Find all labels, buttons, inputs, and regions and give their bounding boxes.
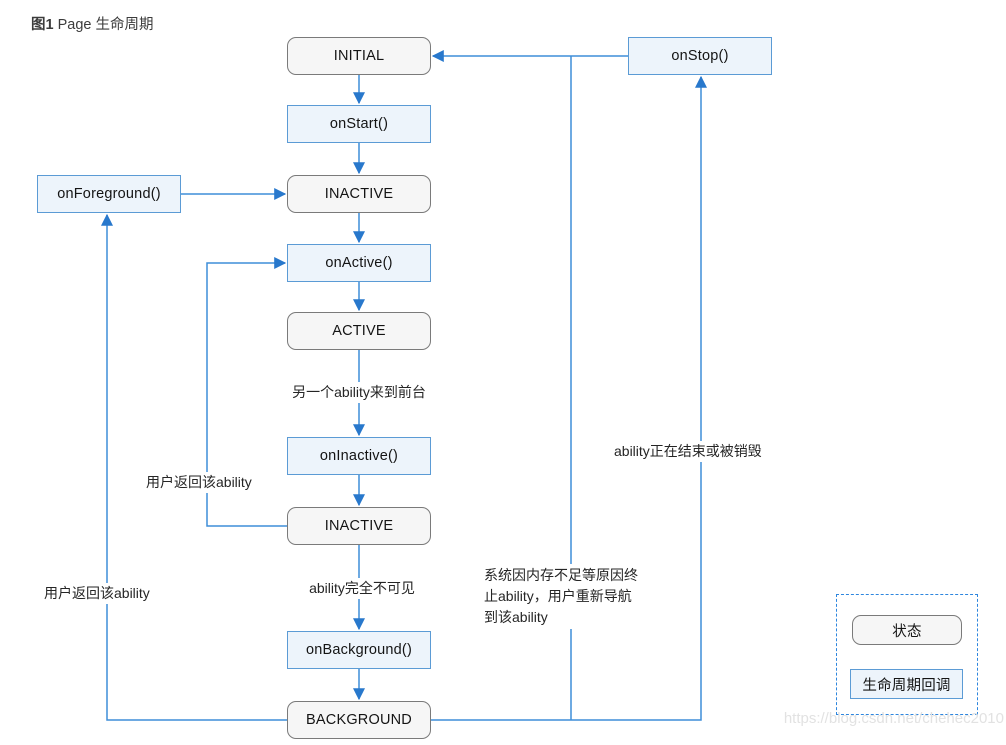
watermark-url: https://blog.csdn.net/chehec2010 <box>783 710 1004 727</box>
legend-callback-sample: 生命周期回调 <box>850 669 963 699</box>
figure-number: 图1 <box>31 17 54 33</box>
node-initial-state: INITIAL <box>287 37 431 75</box>
legend-state-sample: 状态 <box>852 615 962 645</box>
node-oninactive-callback: onInactive() <box>287 437 431 475</box>
node-onstart-callback: onStart() <box>287 105 431 143</box>
edge-label-ability-ending-or-destroyed: ability正在结束或被销毁 <box>611 441 765 462</box>
node-active-state: ACTIVE <box>287 312 431 350</box>
node-inactive-state-bottom: INACTIVE <box>287 507 431 545</box>
figure-caption: Page 生命周期 <box>53 17 154 33</box>
legend: 状态 生命周期回调 <box>836 594 978 715</box>
node-onforeground-callback: onForeground() <box>37 175 181 213</box>
node-inactive-state-top: INACTIVE <box>287 175 431 213</box>
node-onstop-callback: onStop() <box>628 37 772 75</box>
node-onactive-callback: onActive() <box>287 244 431 282</box>
figure-title: 图1 Page 生命周期 <box>31 13 154 34</box>
edge-label-user-returns-ability-left: 用户返回该ability <box>41 583 153 604</box>
edge-background-to-onforeground <box>101 213 287 721</box>
edge-label-system-terminates-ability: 系统因内存不足等原因终 止ability，用户重新导航 到该ability <box>481 564 673 629</box>
edge-background-to-onstop <box>431 75 707 721</box>
node-background-state: BACKGROUND <box>287 701 431 739</box>
node-onbackground-callback: onBackground() <box>287 631 431 669</box>
edge-label-user-returns-ability-mid: 用户返回该ability <box>143 472 255 493</box>
edge-inactive2-to-onactive-loop <box>206 257 287 527</box>
edge-label-another-ability-to-foreground: 另一个ability来到前台 <box>289 382 429 403</box>
edge-label-ability-fully-invisible: ability完全不可见 <box>306 578 418 599</box>
